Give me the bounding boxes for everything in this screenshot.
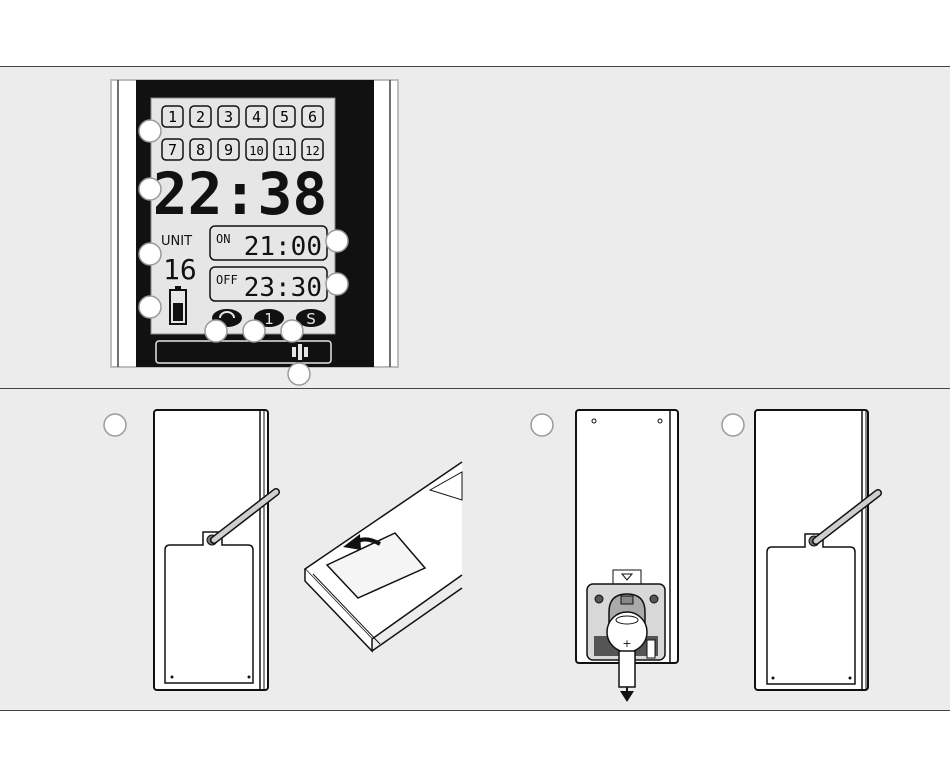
channel-4: 4 (252, 108, 261, 126)
off-label: OFF (216, 273, 238, 287)
channel-11: 11 (277, 144, 291, 158)
step-2-battery-compartment: + (576, 410, 678, 702)
battery-cover (165, 532, 253, 683)
on-time: 21:00 (244, 232, 322, 262)
channel-5: 5 (280, 108, 289, 126)
channel-1: 1 (168, 108, 177, 126)
off-time: 23:30 (244, 273, 322, 303)
mode-s-label: S (306, 310, 316, 328)
remote-display-figure: 1 2 3 4 5 6 7 8 9 10 11 12 22:38 UNIT 16 (111, 80, 398, 385)
on-label: ON (216, 232, 230, 246)
channel-2: 2 (196, 108, 205, 126)
channel-8: 8 (196, 141, 205, 159)
mode-one-label: 1 (264, 310, 274, 328)
unit-label: UNIT (161, 234, 192, 249)
down-arrow-icon (620, 687, 634, 702)
channel-10: 10 (249, 144, 263, 158)
channel-9: 9 (224, 141, 233, 159)
pull-tab (619, 651, 635, 687)
battery-polarity: + (622, 637, 631, 650)
channel-7: 7 (168, 141, 177, 159)
clock-display: 22:38 (153, 160, 328, 228)
channel-12: 12 (305, 144, 319, 158)
step-1-remote-back (154, 410, 276, 690)
step-3-remote-back (755, 410, 878, 690)
unit-value: 16 (163, 253, 197, 286)
step-1-cover-removal (305, 462, 462, 651)
channel-6: 6 (308, 108, 317, 126)
battery-cover-closed (767, 534, 855, 684)
channel-3: 3 (224, 108, 233, 126)
